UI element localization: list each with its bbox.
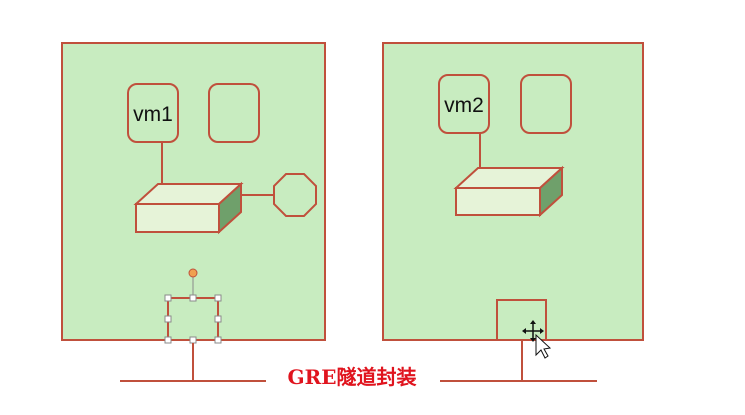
selection-handle[interactable]	[164, 336, 172, 344]
selection-handle[interactable]	[214, 336, 222, 344]
selection-handles	[164, 294, 222, 344]
selection-handle[interactable]	[214, 294, 222, 302]
router-octagon[interactable]	[273, 173, 317, 217]
selection-handle[interactable]	[189, 336, 197, 344]
caption-background	[266, 362, 440, 390]
vm1-box[interactable]	[127, 83, 179, 143]
switch-right[interactable]	[453, 165, 565, 218]
rotate-handle[interactable]	[188, 268, 198, 278]
caption-gre-tunnel: GRE隧道封装	[288, 365, 417, 389]
switch-left[interactable]	[133, 181, 244, 235]
vm2-label: vm2	[444, 94, 484, 117]
selection-handle[interactable]	[164, 294, 172, 302]
switch-left-front	[135, 203, 220, 233]
nic-left[interactable]	[167, 297, 219, 341]
selection-handle[interactable]	[189, 294, 197, 302]
move-cursor-icon	[522, 320, 552, 359]
selection-handle[interactable]	[164, 315, 172, 323]
vm1-label: vm1	[133, 103, 173, 126]
switch-right-front	[455, 187, 541, 216]
vm-slot-left[interactable]	[208, 83, 260, 143]
selection-handle[interactable]	[214, 315, 222, 323]
nic-right[interactable]	[496, 299, 547, 341]
vm2-box[interactable]	[438, 74, 490, 134]
vm-slot-right[interactable]	[520, 74, 572, 134]
